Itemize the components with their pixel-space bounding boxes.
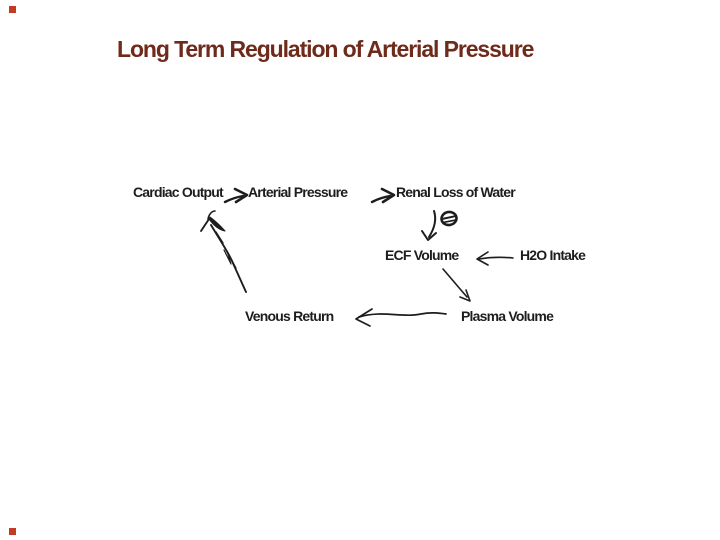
arrow-plasma-to-venous [355, 308, 447, 327]
node-h2o-intake: H2O Intake [520, 247, 586, 263]
node-plasma-volume: Plasma Volume [461, 308, 554, 324]
node-ecf-volume: ECF Volume [385, 247, 459, 263]
corner-marker-bottom-left [9, 528, 16, 535]
arrow-venous-to-cardiac [200, 210, 247, 293]
arrow-cardiac-to-arterial [223, 187, 249, 204]
node-renal-loss-of-water: Renal Loss of Water [396, 184, 516, 200]
minus-circle-icon [440, 210, 458, 227]
node-arterial-pressure: Arterial Pressure [248, 184, 348, 200]
node-cardiac-output: Cardiac Output [133, 184, 224, 200]
arrow-renal-to-ecf [421, 210, 437, 241]
slide-title: Long Term Regulation of Arterial Pressur… [117, 36, 534, 62]
node-venous-return: Venous Return [245, 308, 334, 324]
arrow-ecf-to-plasma [442, 268, 471, 302]
corner-marker-top-left [9, 6, 16, 13]
arrow-h2o-to-ecf [476, 251, 514, 266]
arrow-arterial-to-renal [370, 187, 396, 204]
